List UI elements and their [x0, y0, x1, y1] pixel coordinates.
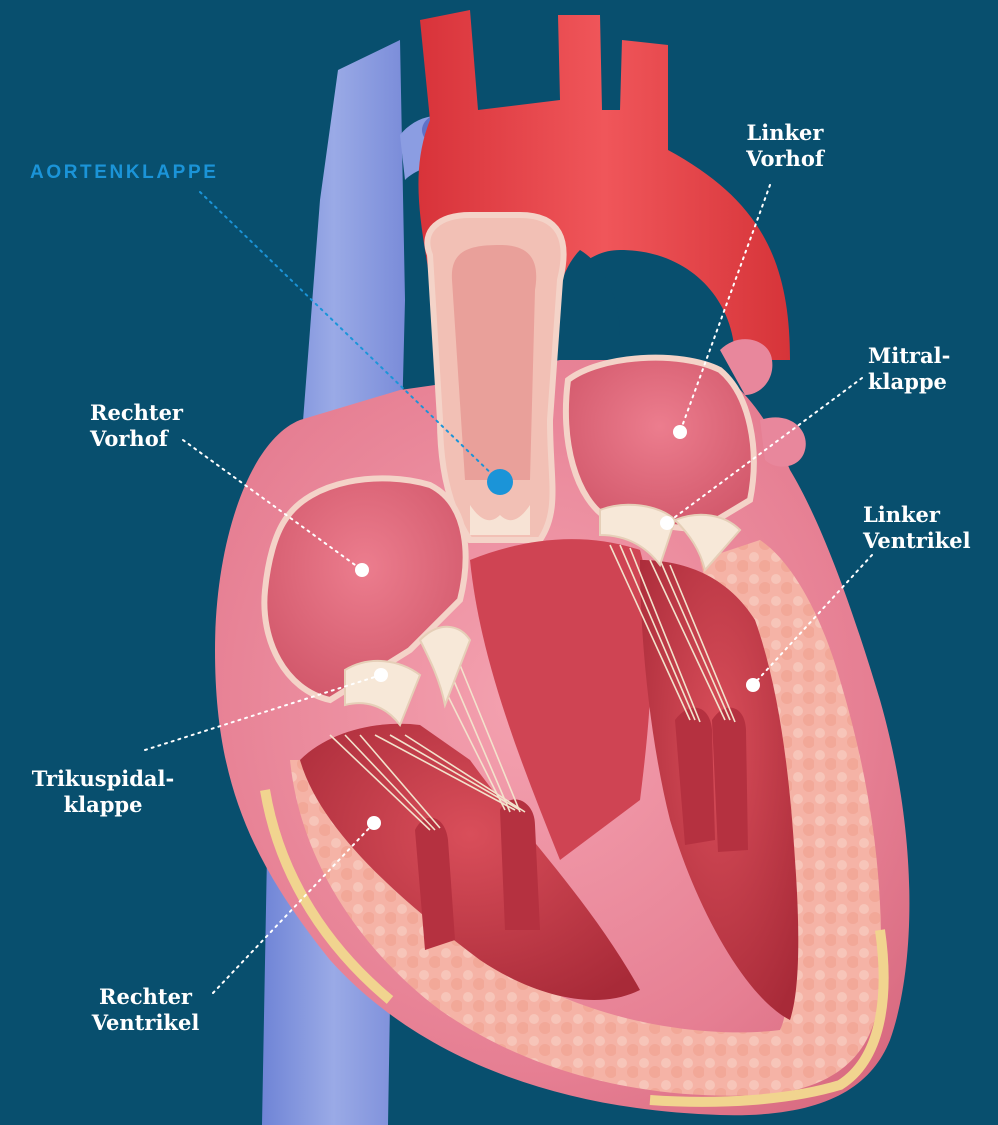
label-mitralklappe: Mitral- klappe	[868, 343, 950, 395]
label-aortenklappe: AORTENKLAPPE	[30, 162, 219, 184]
label-mitralklappe-line2: klappe	[868, 369, 950, 395]
left-atrium	[566, 358, 754, 530]
label-trikuspidalklappe-line2: klappe	[28, 792, 178, 818]
label-linker-ventrikel-line2: Ventrikel	[863, 528, 971, 554]
marker-aortenklappe	[487, 469, 513, 495]
marker-rechter-vorhof	[355, 563, 369, 577]
label-linker-vorhof-line1: Linker	[730, 120, 840, 146]
marker-linker-ventrikel	[746, 678, 760, 692]
label-trikuspidalklappe: Trikuspidal- klappe	[28, 766, 178, 818]
label-trikuspidalklappe-line1: Trikuspidal-	[28, 766, 178, 792]
label-linker-vorhof: Linker Vorhof	[730, 120, 840, 172]
marker-linker-vorhof	[673, 425, 687, 439]
label-rechter-ventrikel-line2: Ventrikel	[88, 1010, 203, 1036]
label-rechter-vorhof-line1: Rechter	[90, 400, 183, 426]
label-linker-ventrikel-line1: Linker	[863, 502, 971, 528]
label-rechter-ventrikel: Rechter Ventrikel	[88, 984, 203, 1036]
label-mitralklappe-line1: Mitral-	[868, 343, 950, 369]
label-rechter-vorhof-line2: Vorhof	[90, 426, 183, 452]
marker-rechter-ventrikel	[367, 816, 381, 830]
label-linker-ventrikel: Linker Ventrikel	[863, 502, 971, 554]
label-rechter-ventrikel-line1: Rechter	[88, 984, 203, 1010]
label-linker-vorhof-line2: Vorhof	[730, 146, 840, 172]
marker-mitralklappe	[660, 516, 674, 530]
marker-trikuspidalklappe	[374, 668, 388, 682]
label-rechter-vorhof: Rechter Vorhof	[90, 400, 183, 452]
